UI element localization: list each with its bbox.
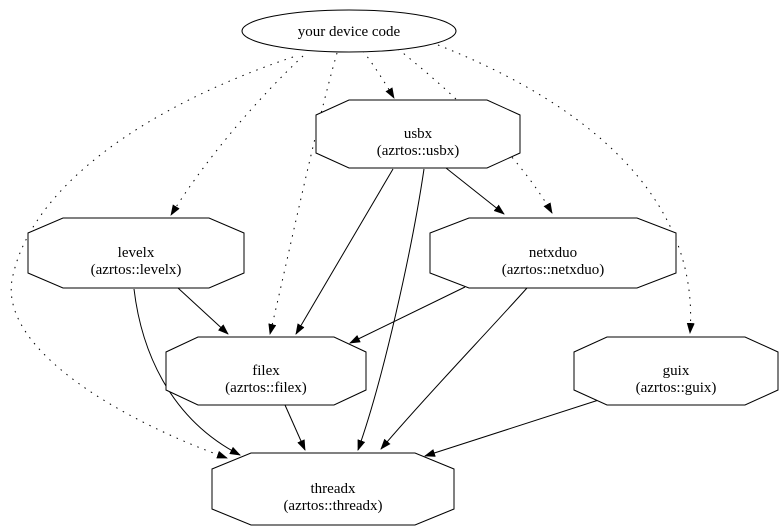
node-threadx: threadx(azrtos::threadx) bbox=[211, 452, 455, 526]
node-filex: filex(azrtos::filex) bbox=[165, 336, 367, 406]
edge-device_code-to-usbx bbox=[362, 50, 395, 99]
edge-netxduo-to-filex bbox=[349, 286, 466, 344]
node-levelx-label-line-1: (azrtos::levelx) bbox=[91, 262, 182, 278]
node-netxduo-shape bbox=[429, 217, 677, 289]
edge-device_code-to-guix bbox=[437, 44, 695, 334]
edge-usbx-to-filex bbox=[295, 168, 394, 335]
node-device_code: your device code bbox=[241, 9, 457, 53]
node-threadx-label-line-1: (azrtos::threadx) bbox=[283, 498, 382, 514]
node-levelx: levelx(azrtos::levelx) bbox=[27, 217, 245, 289]
node-guix-label: guix(azrtos::guix) bbox=[636, 363, 717, 396]
edge-filex-to-threadx bbox=[284, 404, 306, 451]
node-device_code-label-line-0: your device code bbox=[298, 24, 401, 40]
node-usbx-label: usbx(azrtos::usbx) bbox=[377, 126, 459, 159]
node-netxduo: netxduo(azrtos::netxduo) bbox=[429, 217, 677, 289]
edge-guix-to-threadx bbox=[424, 396, 609, 457]
edge-usbx-to-netxduo bbox=[445, 167, 505, 215]
edge-levelx-to-filex bbox=[177, 287, 229, 335]
edge-usbx-to-threadx bbox=[357, 168, 425, 451]
node-netxduo-label-line-1: (azrtos::netxduo) bbox=[502, 262, 604, 278]
edge-levelx-to-threadx bbox=[133, 288, 241, 456]
node-device_code-shape bbox=[241, 9, 457, 53]
node-guix-label-line-1: (azrtos::guix) bbox=[636, 380, 717, 396]
node-usbx-label-line-1: (azrtos::usbx) bbox=[377, 143, 459, 159]
node-filex-label-line-1: (azrtos::filex) bbox=[225, 380, 307, 396]
node-usbx: usbx(azrtos::usbx) bbox=[315, 99, 521, 169]
node-threadx-label: threadx(azrtos::threadx) bbox=[283, 481, 382, 514]
node-levelx-label: levelx(azrtos::levelx) bbox=[91, 245, 182, 278]
node-guix-shape bbox=[573, 336, 779, 406]
node-netxduo-label-line-0: netxduo bbox=[529, 245, 577, 261]
node-levelx-shape bbox=[27, 217, 245, 289]
node-guix: guix(azrtos::guix) bbox=[573, 336, 779, 406]
node-threadx-label-line-0: threadx bbox=[311, 481, 356, 497]
edge-netxduo-to-threadx bbox=[380, 287, 528, 450]
node-guix-label-line-0: guix bbox=[663, 363, 690, 379]
node-netxduo-label: netxduo(azrtos::netxduo) bbox=[502, 245, 604, 278]
edge-device_code-to-levelx bbox=[170, 55, 304, 216]
node-levelx-label-line-0: levelx bbox=[118, 245, 155, 261]
node-filex-label-line-0: filex bbox=[252, 363, 280, 379]
node-device_code-label: your device code bbox=[298, 24, 401, 40]
node-usbx-label-line-0: usbx bbox=[404, 126, 433, 142]
edge-device_code-to-filex bbox=[268, 52, 338, 335]
node-threadx-shape bbox=[211, 452, 455, 526]
node-usbx-shape bbox=[315, 99, 521, 169]
node-filex-shape bbox=[165, 336, 367, 406]
node-filex-label: filex(azrtos::filex) bbox=[225, 363, 307, 396]
